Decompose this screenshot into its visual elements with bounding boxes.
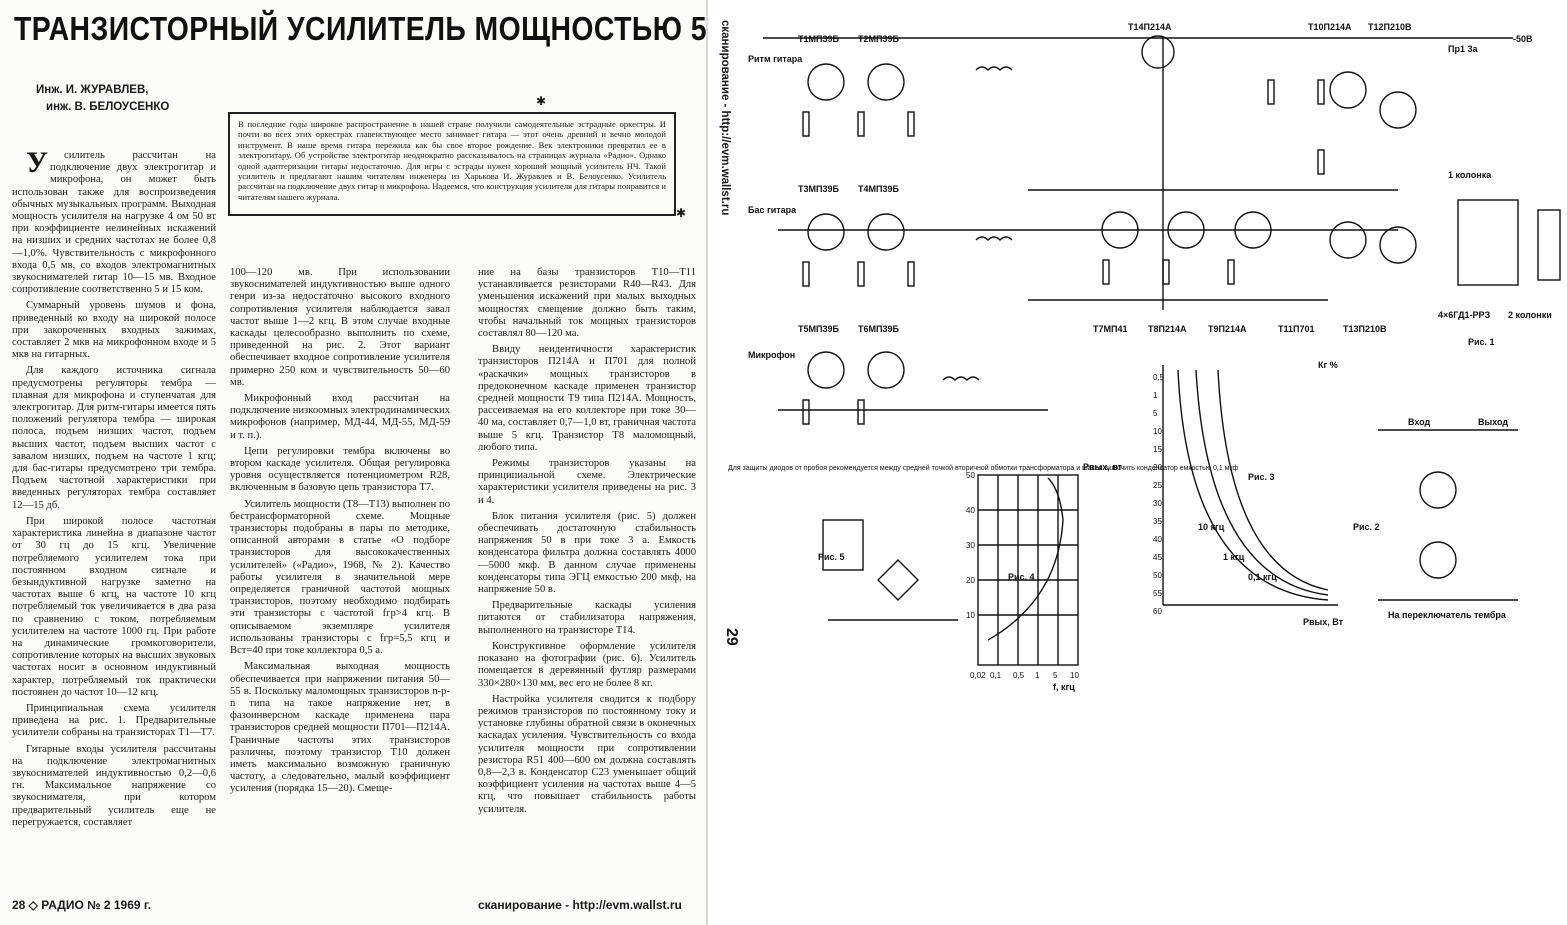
fig3-y-tick: 30 <box>1153 499 1162 508</box>
fig3-y-tick: 40 <box>1153 535 1162 544</box>
paragraph: Микрофонный вход рассчитан на подключени… <box>230 393 450 441</box>
transistor-label: Т13П210В <box>1343 324 1387 334</box>
transistor-label: Т8П214А <box>1148 324 1187 334</box>
paragraph: Блок питания усилителя (рис. 5) должен о… <box>478 510 696 596</box>
paragraph: Предварительные каскады усиления питаютс… <box>478 600 696 636</box>
input-label-mic: Микрофон <box>748 350 795 360</box>
author-1: Инж. И. ЖУРАВЛЕВ, <box>36 84 149 96</box>
input-label: Вход <box>1408 417 1431 427</box>
fig3-y-tick: 15 <box>1153 445 1162 454</box>
transistor-label: Т10П214А <box>1308 22 1352 32</box>
right-page: Ритм гитара Бас гитара Микрофон Т1МП39Б … <box>708 0 1567 925</box>
star-ornament: ✱ <box>676 206 687 220</box>
two-columns-label: 2 колонки <box>1508 310 1552 320</box>
schematic-drawing: Ритм гитара Бас гитара Микрофон Т1МП39Б … <box>728 22 1561 692</box>
fig3-y-label: Кг % <box>1318 360 1338 370</box>
fig4-y-tick: 40 <box>966 506 975 515</box>
paragraph: Для каждого источника сигнала предусмотр… <box>12 365 216 511</box>
transistor-label: Т11П701 <box>1278 324 1315 334</box>
fig1-label: Рис. 1 <box>1468 337 1495 347</box>
star-ornament: ✱ <box>536 94 547 108</box>
fig3-curve-label: 1 кгц <box>1223 552 1245 562</box>
fig4-x-tick: 0,1 <box>990 671 1002 680</box>
paragraph: Максимальная выходная мощность обеспечив… <box>230 661 450 795</box>
article-title: ТРАНЗИСТОРНЫЙ УСИЛИТЕЛЬ МОЩНОСТЬЮ 50 ВТ <box>14 10 706 47</box>
fig4-x-tick: 10 <box>1070 671 1079 680</box>
fig3-y-tick: 55 <box>1153 589 1162 598</box>
fig3-y-tick: 1 <box>1153 391 1158 400</box>
input-label-bass: Бас гитара <box>748 205 797 215</box>
supply-label: -50В <box>1513 34 1533 44</box>
fig4-y-label: Рвых, вт <box>1083 462 1123 472</box>
paragraph: Настройка усилителя сводится к подбору р… <box>478 693 696 815</box>
text-column-1: Усилитель рассчитан на подключение двух … <box>12 150 216 885</box>
input-label-rhythm: Ритм гитара <box>748 54 803 64</box>
paragraph: Усилитель рассчитан на подключение двух … <box>12 150 216 296</box>
left-page: ТРАНЗИСТОРНЫЙ УСИЛИТЕЛЬ МОЩНОСТЬЮ 50 ВТ … <box>0 0 706 925</box>
text-column-2: 100—120 мв. При использовании звукоснима… <box>230 267 450 887</box>
fig5-caption: Для защиты диодов от пробоя рекомендуетс… <box>728 464 1239 472</box>
paragraph: Ввиду неидентичности характеристик транз… <box>478 344 696 453</box>
paragraph: ние на базы транзисторов Т10—Т11 устанав… <box>478 267 696 340</box>
fig2-label: Рис. 2 <box>1353 522 1380 532</box>
fig3-y-tick: 10 <box>1153 427 1162 436</box>
fig3-y-tick: 50 <box>1153 571 1162 580</box>
transistor-label: Т6МП39Б <box>858 324 899 334</box>
fig4-x-tick: 0,5 <box>1013 671 1025 680</box>
page-number: 29 <box>723 628 740 646</box>
paragraph: Режимы транзисторов указаны на принципиа… <box>478 458 696 506</box>
fig4-y-tick: 20 <box>966 576 975 585</box>
intro-box: В последние годы широкое распространение… <box>228 112 676 216</box>
paragraph: 100—120 мв. При использовании звукоснима… <box>230 267 450 388</box>
transistor-label: Т1МП39Б <box>798 34 839 44</box>
scan-credit: сканирование - http://evm.wallst.ru <box>478 898 682 912</box>
fig4-x-tick: 5 <box>1053 671 1058 680</box>
fig3-y-tick: 35 <box>1153 517 1162 526</box>
transistor-label: Т2МП39Б <box>858 34 899 44</box>
fig3-y-tick: 20 <box>1153 463 1162 472</box>
paragraph: Гитарные входы усилителя рассчитаны на п… <box>12 743 216 828</box>
fig4-x-label: f, кгц <box>1053 682 1075 692</box>
text-column-3: ние на базы транзисторов Т10—Т11 устанав… <box>478 267 696 879</box>
fig3-y-tick: 5 <box>1153 409 1158 418</box>
fig3-label: Рис. 3 <box>1248 472 1275 482</box>
author-2: инж. В. БЕЛОУСЕНКО <box>46 101 170 113</box>
paragraph: При широкой полосе частотная характерист… <box>12 515 216 698</box>
fig4-y-tick: 10 <box>966 611 975 620</box>
tone-switch-label: На переключатель тембра <box>1388 610 1507 620</box>
page-divider <box>706 0 708 925</box>
fig4-x-tick: 1 <box>1035 671 1040 680</box>
paragraph: Усилитель мощности (Т8—Т13) выполнен по … <box>230 498 450 657</box>
fig3-y-tick: 25 <box>1153 481 1162 490</box>
transistor-label: Т4МП39Б <box>858 184 899 194</box>
page-footer: 28 ◇ РАДИО № 2 1969 г. <box>12 898 152 912</box>
transistor-label: Т9П214А <box>1208 324 1247 334</box>
fig3-y-tick: 0,5 <box>1153 373 1165 382</box>
fig5-label: Рис. 5 <box>818 552 845 562</box>
fuse-label: Пр1 3а <box>1448 44 1478 54</box>
transistor-label: Т5МП39Б <box>798 324 839 334</box>
fig3-curve-label: 10 кгц <box>1198 522 1225 532</box>
fig3-x-label: Рвых, Вт <box>1303 617 1344 627</box>
paragraph: Суммарный уровень шумов и фона, приведен… <box>12 300 216 361</box>
output-label: Выход <box>1478 417 1508 427</box>
fig4-label: Рис. 4 <box>1008 572 1035 582</box>
fig3-y-tick: 45 <box>1153 553 1162 562</box>
fig4-x-tick: 0,02 <box>970 671 986 680</box>
paragraph: Конструктивное оформление усилителя пока… <box>478 640 696 689</box>
fig5-caption-text: Для защиты диодов от пробоя рекомендуетс… <box>728 464 1239 472</box>
column-label: 1 колонка <box>1448 170 1492 180</box>
speakers-label: 4×6ГД1-РРЗ <box>1438 310 1490 320</box>
transistor-label: Т14П214А <box>1128 22 1172 32</box>
fig3-curve-label: 0,1 кгц <box>1248 572 1277 582</box>
transistor-label: Т7МП41 <box>1093 324 1127 334</box>
fig4-y-tick: 50 <box>966 471 975 480</box>
transistor-label: Т3МП39Б <box>798 184 839 194</box>
paragraph: Принципиальная схема усилителя приведена… <box>12 702 216 739</box>
transistor-label: Т12П210В <box>1368 22 1412 32</box>
fig4-y-tick: 30 <box>966 541 975 550</box>
side-scan-credit: сканирование - http://evm.wallst.ru <box>719 20 731 216</box>
fig3-y-tick: 60 <box>1153 607 1162 616</box>
paragraph: Цепи регулировки тембра включены во втор… <box>230 445 450 494</box>
